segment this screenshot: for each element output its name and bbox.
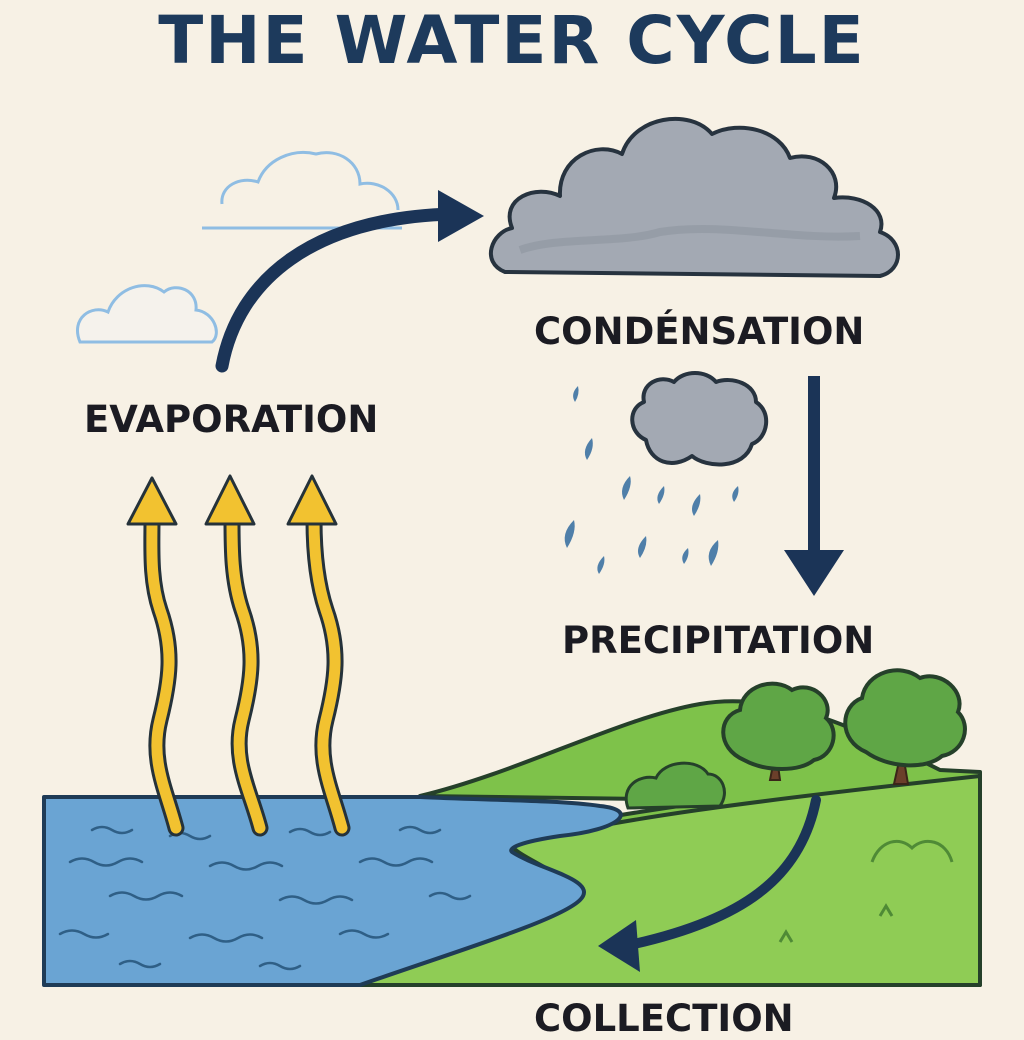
rain-drop xyxy=(732,486,739,502)
rain-drop xyxy=(622,476,631,500)
rain-cloud xyxy=(630,371,768,467)
rain-drop xyxy=(708,540,719,566)
rain-drop xyxy=(597,556,605,574)
evaporation-label: EVAPORATION xyxy=(84,398,379,441)
evaporation-arrows xyxy=(126,474,351,837)
water-body xyxy=(42,795,623,987)
light-cloud-lower xyxy=(76,284,218,344)
tree-right xyxy=(843,668,967,785)
rain-drop xyxy=(573,386,579,402)
condensation-arrow xyxy=(215,190,484,373)
storm-cloud xyxy=(489,116,900,278)
evaporation-arrow xyxy=(126,476,185,837)
diagram-title: THE WATER CYCLE xyxy=(158,2,866,79)
light-cloud-upper xyxy=(202,151,402,230)
water-waves xyxy=(58,825,472,971)
evaporation-arrow xyxy=(286,474,351,837)
tree-left xyxy=(721,681,836,781)
collection-arrow xyxy=(598,795,821,972)
precipitation-arrow xyxy=(784,376,844,596)
collection-label: COLLECTION xyxy=(534,997,794,1040)
rain-drop xyxy=(564,520,575,548)
bush xyxy=(624,761,726,810)
rain-drop xyxy=(638,536,647,558)
rain-drop xyxy=(657,486,665,504)
evaporation-arrow xyxy=(204,474,269,837)
rain-drops xyxy=(564,386,739,574)
precipitation-label: PRECIPITATION xyxy=(562,619,875,662)
rain-drop xyxy=(692,494,701,516)
grass-tufts xyxy=(778,839,954,943)
condensation-label: CONDÉNSATION xyxy=(534,310,865,353)
rain-drop xyxy=(584,438,593,460)
rain-drop xyxy=(682,548,689,564)
